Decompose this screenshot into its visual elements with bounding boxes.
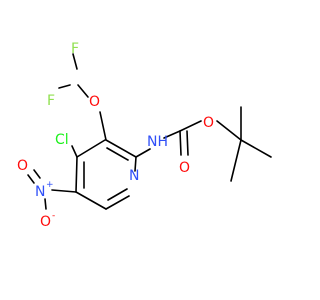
atom-n-ring: N	[129, 168, 139, 184]
bond-c5-nnitro	[51, 189, 77, 193]
ring-bond-c2-c3	[105, 139, 137, 158]
atom-cl: Cl	[55, 132, 69, 148]
bond-ccarbonyl-ocarbonyl-2	[186, 130, 189, 156]
atom-o-nitro-bottom: O	[40, 214, 51, 230]
bond-nnitro-obottom	[44, 198, 47, 210]
bond-ccarbonyl-oester	[179, 120, 202, 132]
bond-c2-nh	[135, 148, 151, 158]
ring-bond-c6-n-inner	[107, 188, 128, 201]
atom-o-ester: O	[203, 115, 214, 131]
ring-bond-c3-c4	[76, 139, 106, 158]
o-nitro-negative-charge: -	[52, 211, 55, 221]
bond-c4-cl	[71, 145, 78, 158]
bond-nnitro-otop-2	[27, 174, 35, 184]
ring-bond-n-c2	[134, 156, 137, 172]
ring-bond-c5-c6	[75, 191, 107, 210]
atom-o-carbonyl: O	[179, 160, 190, 176]
bond-f1-chf2	[72, 53, 78, 70]
atom-labels: F F O NH O O Cl N N + O O -	[17, 41, 214, 230]
n-nitro-positive-charge: +	[46, 180, 54, 190]
bond-oester-cquat	[216, 120, 242, 141]
bond-nnitro-otop	[33, 169, 41, 179]
atom-nh: NH	[147, 134, 168, 150]
bonds	[27, 53, 272, 210]
bond-oether-c3	[99, 111, 107, 141]
bond-ccarbonyl-ocarbonyl	[179, 130, 182, 156]
bond-chf2-oether	[77, 84, 89, 98]
bond-cquat-me2	[240, 139, 272, 158]
atom-n-nitro: N	[35, 184, 45, 200]
ring-bond-c6-n	[105, 195, 130, 210]
atom-f1: F	[71, 41, 79, 57]
ring-bond-c2-c3-inner	[106, 147, 129, 161]
bond-cquat-me3	[230, 139, 242, 182]
molecule-structure: F F O NH O O Cl N N + O O -	[17, 41, 272, 230]
atom-o-ether: O	[89, 94, 100, 110]
atom-f2: F	[47, 93, 55, 109]
bond-f2-chf2	[58, 84, 71, 89]
ring-bond-c4-c5	[75, 156, 78, 193]
atom-o-nitro-top: O	[17, 158, 28, 174]
bond-nh-ccarbonyl	[163, 130, 181, 139]
